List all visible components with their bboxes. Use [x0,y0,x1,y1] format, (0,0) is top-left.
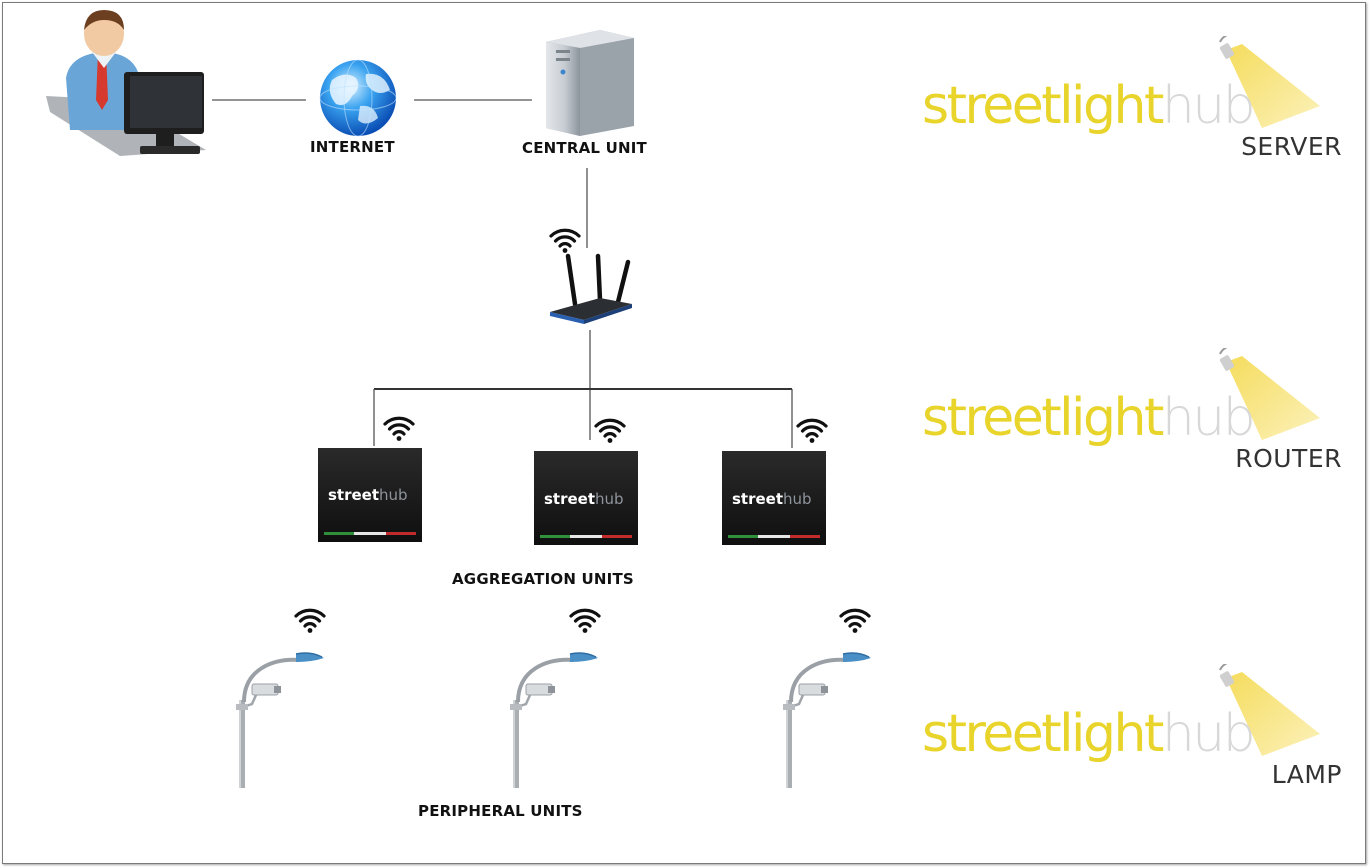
device-logo: streethub [328,486,408,504]
brand-logo-server: streetlighthub SERVER [922,36,1342,176]
street-lamp-icon [508,650,600,790]
aggregation-units-label: AGGREGATION UNITS [452,570,634,588]
light-beam-icon [1219,36,1320,128]
brand-logo-lamp: streetlighthub LAMP [922,664,1342,804]
wifi-icon [594,418,626,445]
globe-icon [319,59,397,137]
device-logo: streethub [732,490,812,508]
internet-label: INTERNET [310,138,395,156]
user-workstation-icon [46,10,206,156]
server-icon [546,30,634,136]
brand-tier-label: SERVER [1241,132,1342,161]
wifi-icon [383,416,415,443]
brand-wordmark: streetlighthub [922,76,1256,136]
street-lamp-2 [508,608,601,790]
brand-wordmark: streetlighthub [922,704,1256,764]
wifi-icon [569,608,601,635]
device-logo: streethub [544,490,624,508]
wifi-icon [294,608,326,635]
street-lamp-1 [234,608,326,790]
street-lamp-icon [781,650,873,790]
brand-wordmark: streetlighthub [922,388,1256,448]
peripheral-units-label: PERIPHERAL UNITS [418,802,583,820]
wifi-icon [549,228,581,255]
street-lamp-icon [234,650,326,790]
central-unit-label: CENTRAL UNIT [522,139,647,157]
brand-tier-label: LAMP [1271,760,1342,789]
wifi-icon [796,418,828,445]
street-lamp-3 [781,608,873,790]
light-beam-icon [1219,664,1320,756]
connection-lines [212,99,793,448]
wifi-icon [839,608,871,635]
light-beam-icon [1219,348,1320,440]
router-icon [549,228,632,324]
brand-tier-label: ROUTER [1235,444,1342,473]
aggregation-unit-1: streethub [318,416,422,542]
aggregation-unit-2: streethub [534,418,638,545]
aggregation-unit-3: streethub [722,418,828,545]
brand-logo-router: streetlighthub ROUTER [922,348,1342,488]
